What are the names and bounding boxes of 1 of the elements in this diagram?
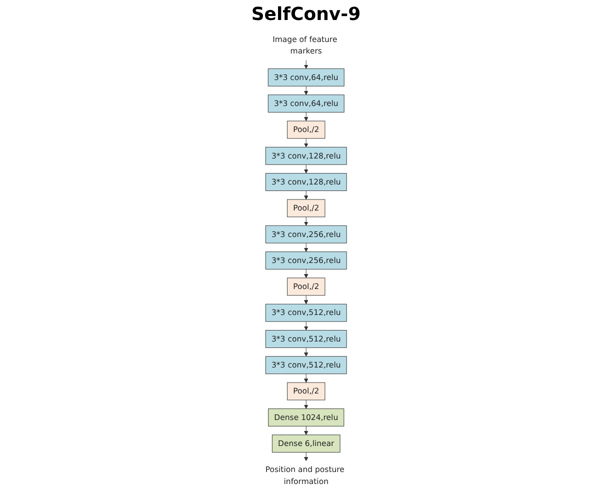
diagram-title: SelfConv-9: [251, 4, 361, 25]
